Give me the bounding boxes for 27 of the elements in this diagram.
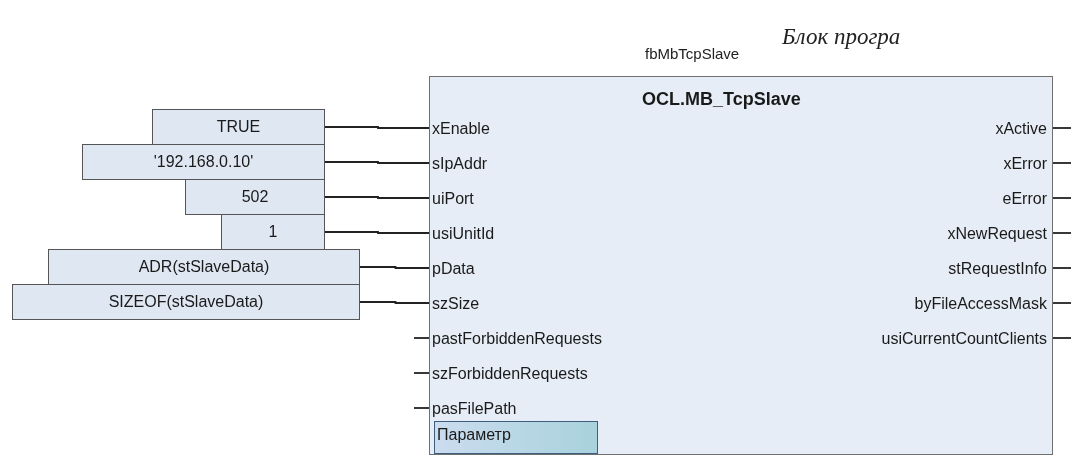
input-pin-label: pasFilePath	[432, 398, 517, 420]
input-pin-label: szForbiddenRequests	[432, 363, 588, 385]
input-value: 502	[185, 179, 325, 215]
heading-text: Блок програ	[782, 24, 901, 50]
output-pin-label: stRequestInfo	[948, 258, 1047, 280]
input-value: ADR(stSlaveData)	[48, 249, 360, 285]
output-pin-label: xActive	[995, 118, 1047, 140]
parameter-field: Параметр	[434, 421, 598, 454]
instance-name: fbMbTcpSlave	[645, 45, 740, 62]
input-pin-label: uiPort	[432, 188, 474, 210]
input-pin-label: usiUnitId	[432, 223, 495, 245]
output-pin-label: xError	[1003, 153, 1047, 175]
input-pin-label: sIpAddr	[432, 153, 488, 175]
output-pin-label: xNewRequest	[947, 223, 1047, 245]
input-value: '192.168.0.10'	[82, 144, 325, 180]
output-pin-label: eError	[1002, 188, 1047, 210]
block-type-name: OCL.MB_TcpSlave	[642, 89, 801, 110]
input-value: TRUE	[152, 109, 325, 145]
function-block	[429, 76, 1053, 455]
input-pin-label: pData	[432, 258, 475, 280]
input-value: 1	[221, 214, 325, 250]
input-pin-label: pastForbiddenRequests	[432, 328, 602, 350]
input-pin-label: szSize	[432, 293, 480, 315]
input-value: SIZEOF(stSlaveData)	[12, 284, 360, 320]
input-pin-label: xEnable	[432, 118, 490, 140]
output-pin-label: byFileAccessMask	[914, 293, 1047, 315]
output-pin-label: usiCurrentCountClients	[881, 328, 1047, 350]
